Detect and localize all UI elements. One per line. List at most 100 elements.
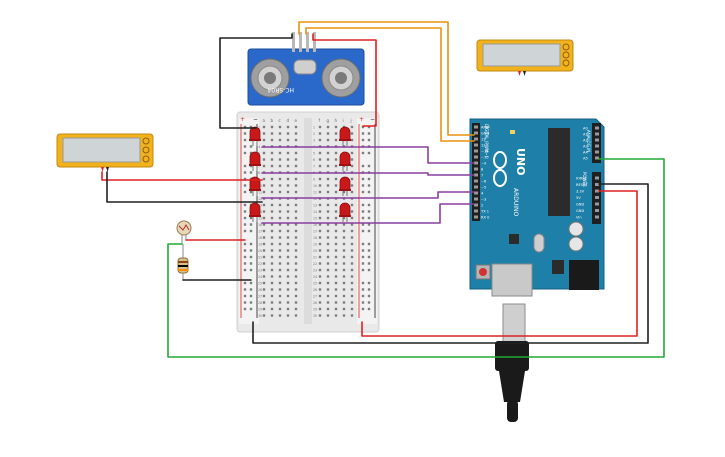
breadboard-hole[interactable] — [318, 255, 322, 259]
breadboard-hole[interactable] — [278, 314, 282, 317]
breadboard-hole[interactable] — [294, 275, 298, 278]
breadboard-hole[interactable] — [350, 158, 354, 161]
breadboard-hole[interactable] — [294, 203, 298, 207]
breadboard-hole[interactable] — [278, 242, 282, 246]
rail-hole[interactable] — [367, 190, 371, 194]
digital-pin[interactable] — [474, 203, 478, 207]
breadboard-hole[interactable] — [286, 184, 290, 187]
breadboard-hole[interactable] — [318, 216, 322, 220]
breadboard-hole[interactable] — [262, 249, 266, 252]
breadboard-hole[interactable] — [294, 229, 298, 233]
breadboard-hole[interactable] — [270, 138, 274, 142]
breadboard-hole[interactable] — [326, 138, 330, 142]
breadboard-hole[interactable] — [270, 281, 274, 285]
rail-hole[interactable] — [361, 249, 365, 252]
breadboard-hole[interactable] — [262, 132, 266, 135]
breadboard-hole[interactable] — [318, 190, 322, 194]
analog-header[interactable] — [592, 123, 601, 163]
rail-hole[interactable] — [361, 229, 365, 233]
breadboard-hole[interactable] — [278, 307, 282, 311]
breadboard-hole[interactable] — [294, 262, 298, 265]
rail-hole[interactable] — [361, 301, 365, 304]
breadboard-hole[interactable] — [350, 216, 354, 220]
breadboard-hole[interactable] — [318, 242, 322, 246]
wire-led-1[interactable] — [261, 146, 475, 164]
rail-hole[interactable] — [367, 138, 371, 142]
rail-hole[interactable] — [361, 288, 365, 291]
breadboard-hole[interactable] — [270, 151, 274, 155]
breadboard-hole[interactable] — [350, 151, 354, 155]
rail-hole[interactable] — [243, 294, 247, 298]
breadboard-hole[interactable] — [294, 164, 298, 168]
breadboard-hole[interactable] — [286, 314, 290, 317]
lcd-display-right[interactable] — [476, 39, 574, 76]
led[interactable] — [339, 151, 351, 171]
rail-hole[interactable] — [243, 151, 247, 155]
power-pin[interactable] — [595, 215, 599, 219]
breadboard-hole[interactable] — [326, 314, 330, 317]
rail-hole[interactable] — [243, 242, 247, 246]
breadboard-hole[interactable] — [318, 314, 322, 317]
breadboard-hole[interactable] — [294, 177, 298, 181]
rail-hole[interactable] — [367, 210, 371, 213]
breadboard-hole[interactable] — [342, 249, 346, 252]
breadboard-hole[interactable] — [326, 236, 330, 239]
breadboard-hole[interactable] — [350, 268, 354, 272]
rail-hole[interactable] — [243, 210, 247, 213]
breadboard-hole[interactable] — [286, 242, 290, 246]
breadboard-hole[interactable] — [318, 210, 322, 213]
breadboard-hole[interactable] — [318, 125, 322, 129]
breadboard-hole[interactable] — [294, 216, 298, 220]
breadboard-hole[interactable] — [350, 294, 354, 298]
rail-hole[interactable] — [367, 164, 371, 168]
breadboard-hole[interactable] — [294, 138, 298, 142]
rail-hole[interactable] — [249, 242, 253, 246]
breadboard-hole[interactable] — [278, 255, 282, 259]
digital-pin[interactable] — [474, 179, 478, 183]
breadboard-hole[interactable] — [350, 275, 354, 278]
breadboard-hole[interactable] — [278, 190, 282, 194]
rail-hole[interactable] — [249, 294, 253, 298]
digital-pin[interactable] — [474, 143, 478, 147]
wire-sensor-trig[interactable] — [305, 27, 475, 142]
breadboard-hole[interactable] — [278, 203, 282, 207]
rail-hole[interactable] — [361, 132, 365, 135]
rail-hole[interactable] — [367, 151, 371, 155]
breadboard-hole[interactable] — [286, 249, 290, 252]
power-pin[interactable] — [595, 209, 599, 212]
breadboard-hole[interactable] — [294, 307, 298, 311]
breadboard-hole[interactable] — [318, 138, 322, 142]
rail-hole[interactable] — [243, 223, 247, 226]
breadboard-hole[interactable] — [342, 288, 346, 291]
lcd-display-left[interactable] — [56, 133, 154, 172]
breadboard-hole[interactable] — [294, 288, 298, 291]
breadboard-hole[interactable] — [270, 255, 274, 259]
breadboard-hole[interactable] — [278, 158, 282, 161]
breadboard-hole[interactable] — [326, 203, 330, 207]
digital-pin[interactable] — [474, 155, 478, 159]
rail-hole[interactable] — [249, 268, 253, 272]
breadboard-hole[interactable] — [350, 164, 354, 168]
breadboard-hole[interactable] — [262, 242, 266, 246]
arduino-uno[interactable]: UNO ARDUINO DIGITAL (PWM~) ANALOG IN POW… — [469, 118, 605, 297]
rail-hole[interactable] — [249, 307, 253, 311]
breadboard-hole[interactable] — [350, 210, 354, 213]
rail-hole[interactable] — [367, 132, 371, 135]
reset-button-cap[interactable] — [479, 268, 487, 276]
breadboard-hole[interactable] — [326, 132, 330, 135]
breadboard-hole[interactable] — [270, 164, 274, 168]
rail-hole[interactable] — [243, 281, 247, 285]
breadboard-hole[interactable] — [334, 236, 338, 239]
breadboard-hole[interactable] — [334, 307, 338, 311]
breadboard-hole[interactable] — [318, 151, 322, 155]
digital-header[interactable] — [472, 123, 480, 221]
breadboard-hole[interactable] — [262, 268, 266, 272]
breadboard-hole[interactable] — [334, 132, 338, 135]
breadboard-hole[interactable] — [286, 294, 290, 298]
breadboard-hole[interactable] — [326, 288, 330, 291]
breadboard-hole[interactable] — [270, 216, 274, 220]
breadboard-hole[interactable] — [318, 203, 322, 207]
rail-hole[interactable] — [367, 288, 371, 291]
analog-pin[interactable] — [595, 138, 599, 142]
breadboard-hole[interactable] — [350, 307, 354, 311]
